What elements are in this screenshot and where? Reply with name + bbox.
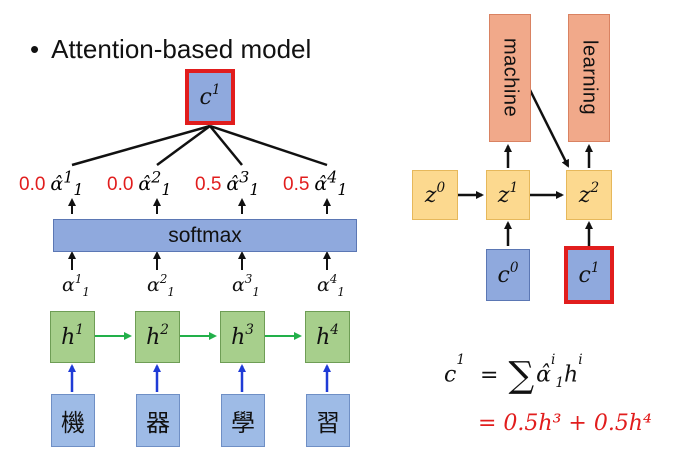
sum-symbol: ∑ (508, 355, 535, 396)
softmax-layer: softmax (53, 219, 357, 252)
decoder-state-z2: z2 (566, 170, 612, 220)
slide-title: • Attention-based model (30, 34, 311, 65)
softmax-to-weight-arrows (68, 198, 331, 214)
weight-to-context-lines (71, 124, 328, 167)
context-vector-box: c1 (185, 69, 235, 125)
title-text: Attention-based model (51, 34, 312, 64)
alpha-3: α31 (232, 271, 260, 299)
output-word-learning: learning (568, 14, 610, 142)
weight-value: 0.0 (107, 174, 134, 196)
bullet-icon: • (30, 34, 40, 64)
weight-value: 0.5 (283, 174, 310, 196)
hidden-state-2: h2 (135, 311, 180, 363)
softmax-label: softmax (168, 223, 242, 247)
decoder-state-z1: z1 (486, 170, 530, 220)
input-token-1: 機 (51, 394, 95, 447)
input-arrows (68, 364, 331, 392)
hidden-state-1: h1 (50, 311, 95, 363)
alpha-1: α11 (62, 271, 90, 299)
decoder-context-c0: c0 (486, 249, 530, 301)
alpha-4: α41 (317, 271, 345, 299)
alpha-hat-label: α̂41 (314, 168, 348, 200)
alpha-hat-label: α̂31 (226, 168, 260, 200)
alpha-2: α21 (147, 271, 175, 299)
input-token-2: 器 (136, 394, 180, 447)
context-label: c1 (199, 81, 221, 110)
context-formula: c1 =∑α̂i1hi (444, 352, 583, 396)
hidden-state-3: h3 (220, 311, 265, 363)
decoder-state-z0: z0 (412, 170, 458, 220)
alpha-to-softmax-arrows (68, 251, 331, 270)
decoder-arrows (458, 83, 593, 246)
context-formula-result: = 0.5h³ + 0.5h⁴ (478, 411, 652, 436)
hidden-state-4: h4 (305, 311, 350, 363)
weight-value: 0.5 (195, 174, 222, 196)
input-token-3: 學 (221, 394, 265, 447)
alpha-hat-label: α̂11 (50, 168, 84, 200)
weight-value: 0.0 (19, 174, 46, 196)
alpha-hat-label: α̂21 (138, 168, 172, 200)
input-token-4: 習 (306, 394, 350, 447)
output-word-machine: machine (489, 14, 531, 142)
decoder-context-c1: c1 (564, 246, 614, 304)
